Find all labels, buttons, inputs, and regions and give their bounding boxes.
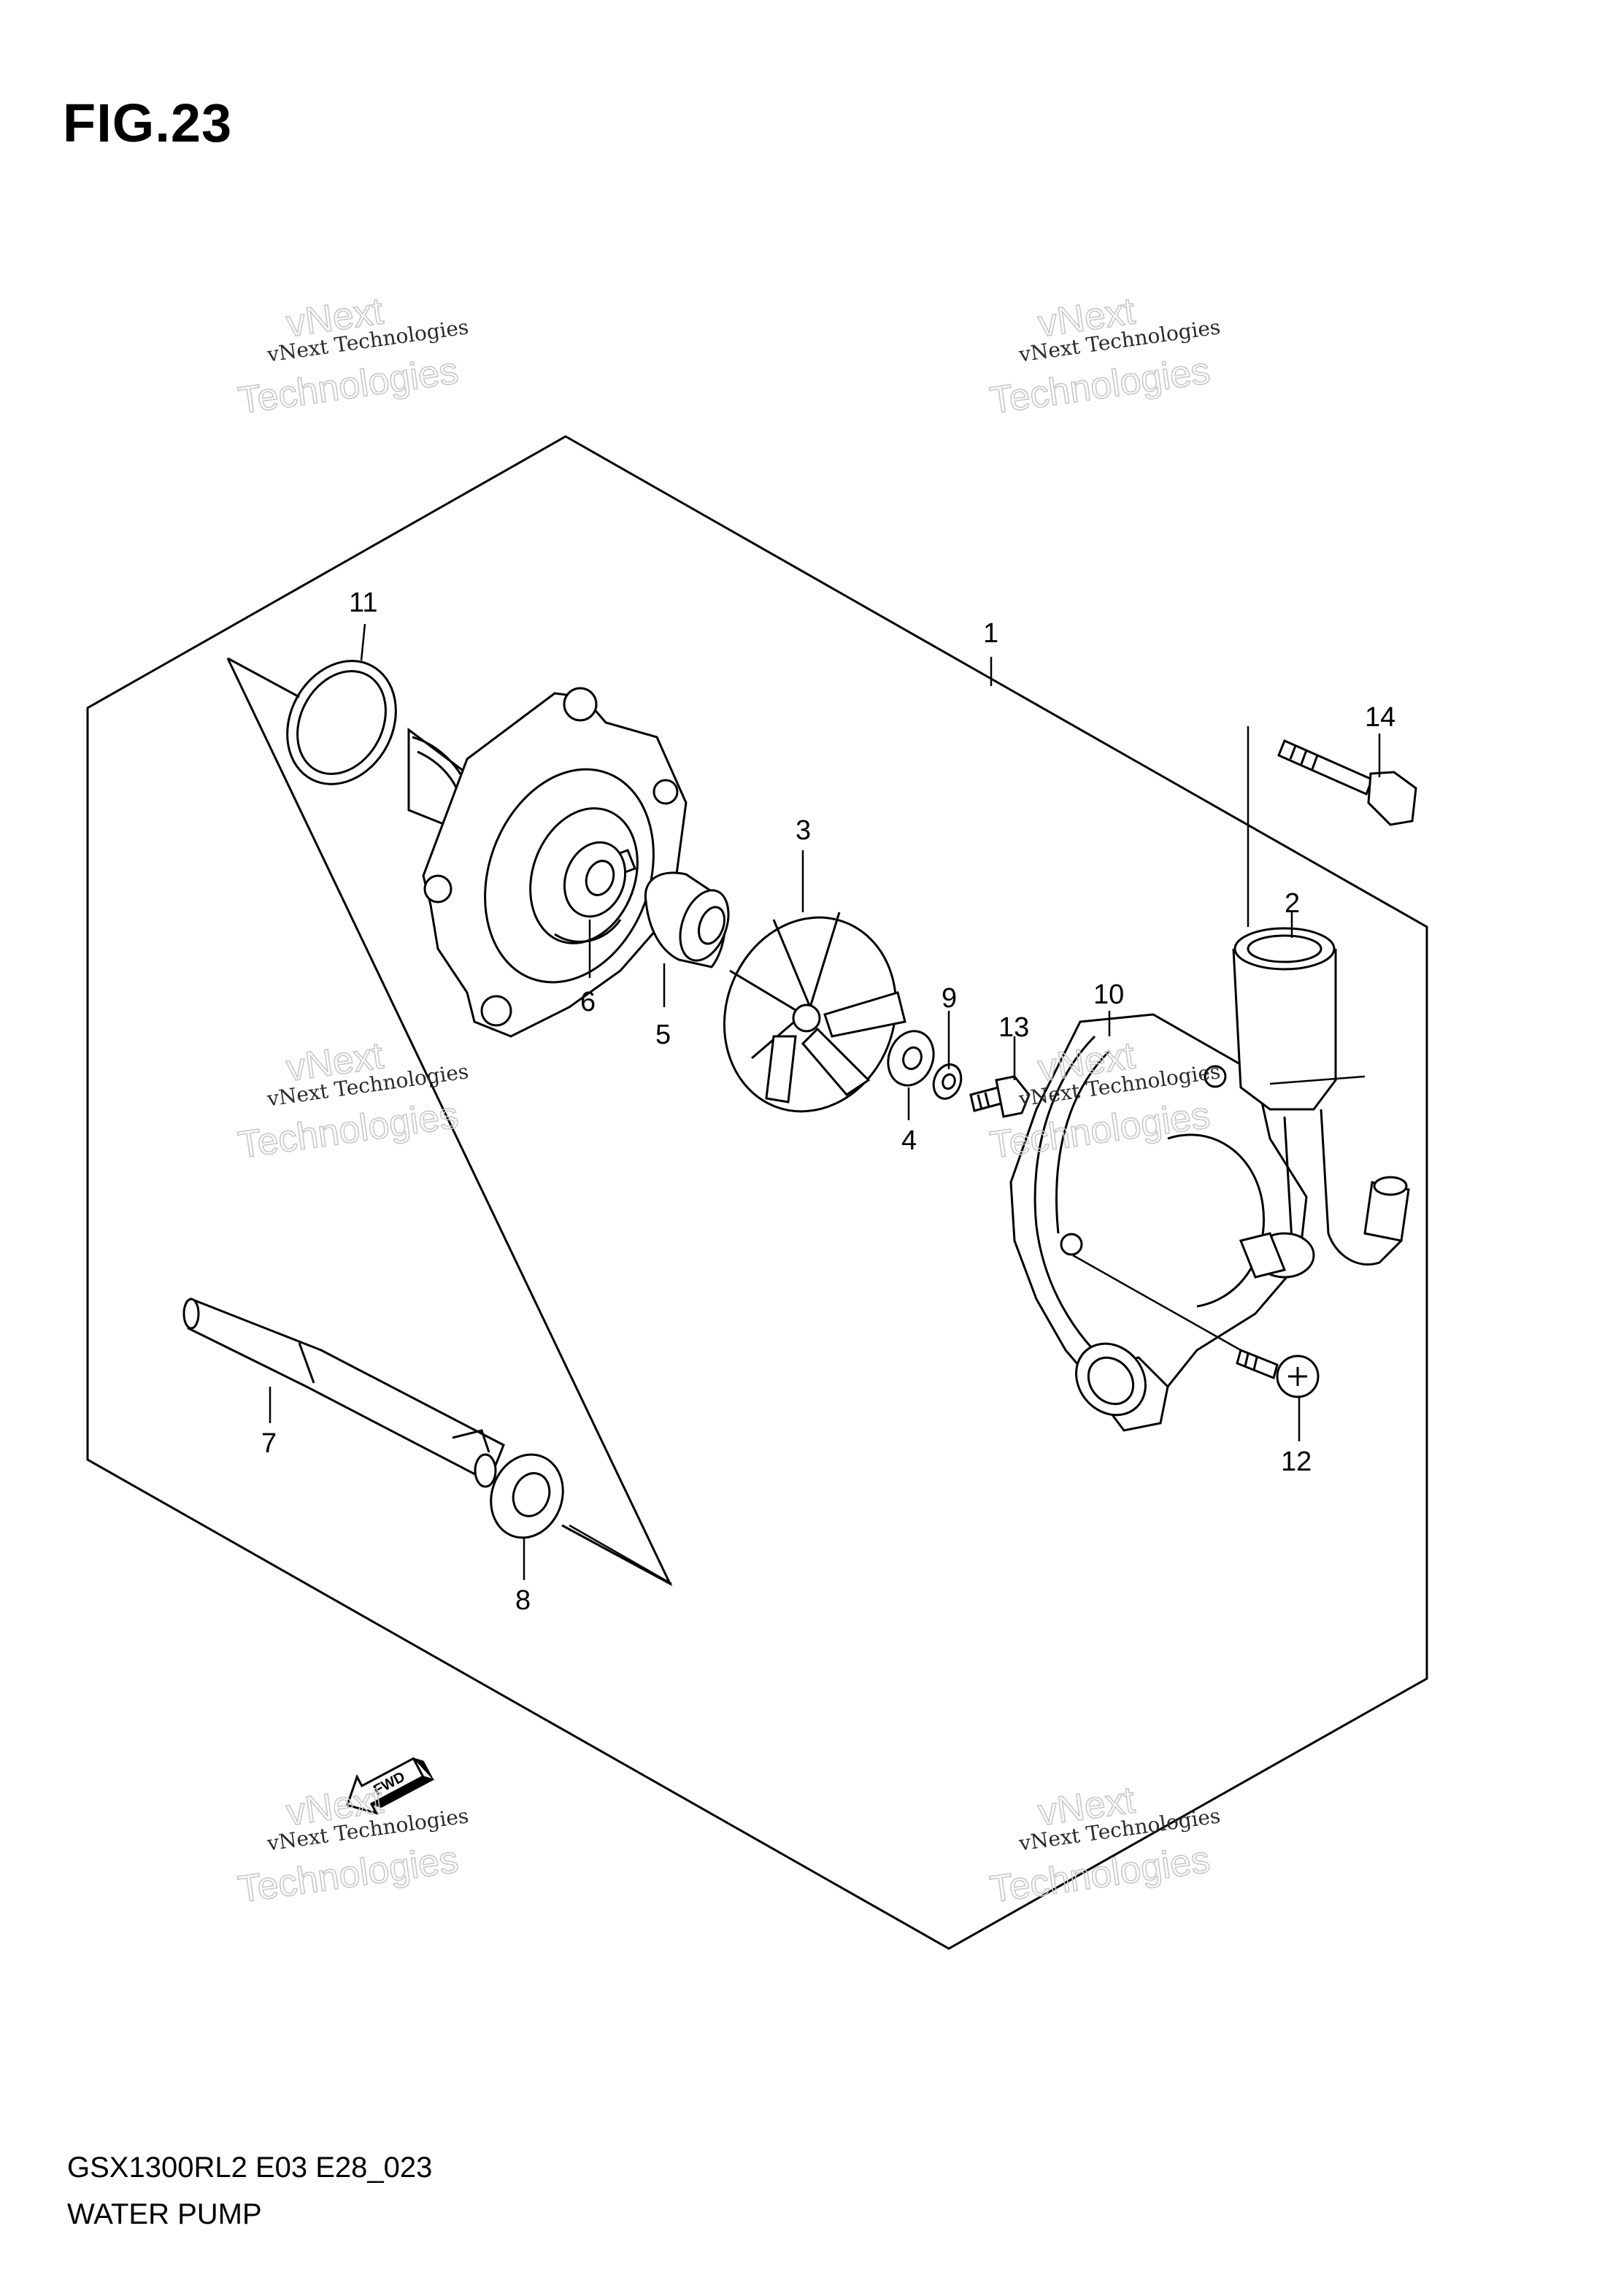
pump-shaft-part: [182, 1297, 505, 1488]
impeller-part: [723, 912, 906, 1113]
cover-screw-part: [1236, 1348, 1320, 1398]
callout-11: 11: [349, 588, 377, 618]
impeller-bolt-part: [969, 1075, 1031, 1118]
callout-12: 12: [1281, 1446, 1312, 1477]
watermark-bottom-right: vNext vNext Technologies Technologies: [987, 1779, 1222, 1912]
callout-10: 10: [1093, 979, 1124, 1010]
assembly-guide-lines: [569, 726, 1366, 1585]
mechanical-seal-part: [644, 871, 730, 968]
leader-lines: [269, 623, 1381, 1580]
washer-part: [887, 1030, 935, 1087]
watermark-bottom-left: vNext vNext Technologies Technologies: [235, 1779, 470, 1912]
pump-case-part: [1009, 1013, 1308, 1432]
watermark-mid-left: vNext vNext Technologies Technologies: [235, 1034, 470, 1168]
small-washer-part: [932, 1063, 963, 1100]
callout-6: 6: [580, 987, 596, 1017]
bearing-housing-part: [407, 687, 688, 1038]
watermark-top-left: vNext vNext Technologies Technologies: [235, 290, 470, 423]
callout-4: 4: [901, 1125, 917, 1156]
shaft-washer-part: [490, 1453, 564, 1539]
callout-8: 8: [515, 1585, 531, 1616]
outlet-pipe-part: [1232, 927, 1410, 1279]
mount-bolt-part: [1277, 739, 1417, 826]
seal-part: [563, 841, 627, 918]
assembly-boundary: [86, 435, 1428, 1950]
callout-5: 5: [655, 1020, 671, 1050]
figure-name: WATER PUMP: [67, 2198, 262, 2230]
watermark-top-right: vNext vNext Technologies Technologies: [987, 290, 1222, 423]
callout-13: 13: [998, 1012, 1029, 1043]
figure-title: FIG.23: [63, 93, 233, 153]
callout-1: 1: [983, 618, 998, 649]
o-ring-part: [286, 660, 397, 785]
callout-9: 9: [942, 983, 957, 1014]
figure-code: GSX1300RL2 E03 E28_023: [67, 2151, 433, 2184]
subassembly-line-top: [227, 657, 300, 698]
callout-2: 2: [1285, 888, 1300, 919]
callout-14: 14: [1365, 702, 1395, 733]
callout-7: 7: [261, 1428, 277, 1459]
callout-3: 3: [796, 815, 811, 846]
